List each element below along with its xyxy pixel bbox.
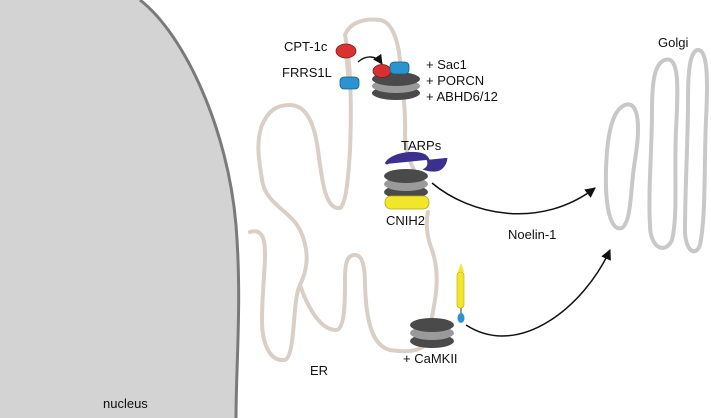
cnih2-protein bbox=[384, 195, 430, 210]
frrs1l-bound-protein bbox=[389, 61, 410, 75]
nucleus-envelope bbox=[139, 0, 241, 418]
label-abhd: + ABHD6/12 bbox=[426, 89, 498, 104]
frrs1l-protein bbox=[339, 76, 360, 90]
ampar-complex-top bbox=[372, 61, 420, 100]
label-golgi: Golgi bbox=[658, 35, 689, 50]
label-cnih2: CNIH2 bbox=[386, 213, 426, 228]
cpt1c-bound-protein bbox=[372, 64, 392, 78]
tarp-protein bbox=[384, 151, 448, 172]
label-nucleus: nucleus bbox=[103, 396, 148, 411]
label-cpt1c: CPT-1c bbox=[284, 39, 328, 54]
cpt1c-protein bbox=[335, 43, 357, 59]
blue-accessory-domain bbox=[457, 313, 465, 323]
label-porcn: + PORCN bbox=[426, 73, 485, 88]
label-er: ER bbox=[310, 363, 329, 378]
label-sac1: + Sac1 bbox=[426, 57, 467, 72]
golgi bbox=[603, 48, 710, 254]
camkii-arrow bbox=[465, 249, 611, 337]
label-frrs1l: FRRS1L bbox=[282, 65, 332, 80]
label-tarps: TARPs bbox=[401, 138, 442, 153]
golgi-cisterna-1 bbox=[603, 102, 640, 231]
nucleus bbox=[0, 0, 241, 418]
nucleus-body bbox=[0, 0, 239, 418]
ampar-complex-middle bbox=[384, 151, 448, 210]
yellow-accessory-protein bbox=[456, 271, 465, 309]
association-arrow bbox=[357, 53, 383, 65]
noelin-arrow bbox=[431, 182, 596, 215]
golgi-cisterna-3 bbox=[682, 48, 710, 254]
cpt1c-frrs1l-pair bbox=[335, 43, 360, 90]
ampar-complex-bottom bbox=[410, 263, 465, 348]
golgi-cisterna-2 bbox=[647, 57, 680, 250]
er-membrane bbox=[248, 17, 439, 363]
label-noelin: Noelin-1 bbox=[508, 227, 557, 242]
label-camkii: + CaMKII bbox=[403, 351, 458, 366]
